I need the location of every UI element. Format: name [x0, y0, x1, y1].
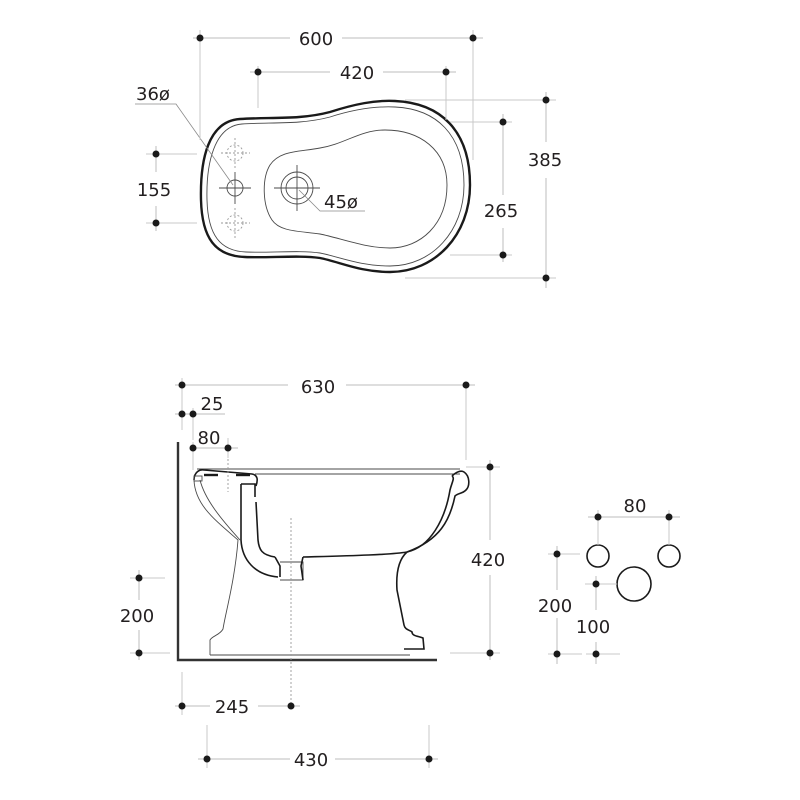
dim-tap-hole-spacing: 155 [137, 180, 171, 201]
top-view: 600 420 385 265 155 36ø 45ø [135, 29, 562, 288]
dim-side-supply-height: 200 [120, 606, 154, 627]
dim-detail-supply-height: 200 [538, 596, 572, 617]
dim-tap-offset: 80 [198, 428, 221, 449]
top-view-outer-rim [199, 99, 472, 274]
wall-and-floor [176, 442, 437, 662]
top-view-bowl [263, 129, 448, 249]
top-view-inner-rim [206, 106, 465, 267]
connection-detail: 80 200 100 [538, 496, 681, 664]
dim-side-overall-length: 630 [301, 377, 335, 398]
dim-wall-gap: 25 [201, 394, 224, 415]
dim-top-overall-length: 600 [299, 29, 333, 50]
side-view: 630 25 80 420 200 245 430 [120, 377, 505, 771]
drain-hole [616, 566, 652, 602]
dim-top-bowl-width: 265 [484, 201, 518, 222]
dim-top-bowl-length: 420 [340, 63, 374, 84]
dim-top-overall-width: 385 [528, 150, 562, 171]
dim-side-height: 420 [471, 550, 505, 571]
dim-drain-from-wall: 245 [215, 697, 249, 718]
dim-drain-diameter: 45ø [324, 192, 358, 213]
dim-drain-height: 100 [576, 617, 610, 638]
dim-base-length: 430 [294, 750, 328, 771]
supply-hole-right [657, 544, 681, 568]
dim-tap-hole-diameter: 36ø [136, 84, 170, 105]
dim-supply-spacing: 80 [624, 496, 647, 517]
supply-hole-left [586, 544, 610, 568]
